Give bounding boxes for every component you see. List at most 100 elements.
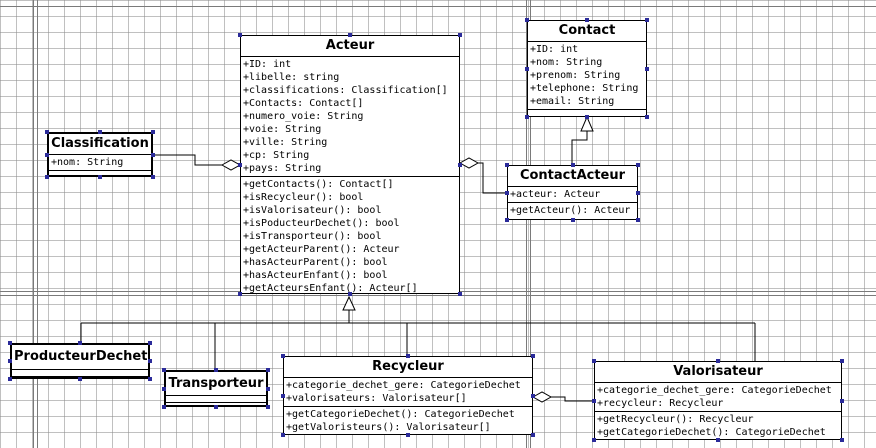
contactacteur-generalization-line[interactable] (571, 131, 588, 165)
aggregation-diamond (531, 391, 553, 403)
selection-handle[interactable] (8, 341, 12, 345)
class-producteurdechet[interactable]: ProducteurDechet (10, 343, 150, 379)
class-classification[interactable]: Classification +nom: String (47, 132, 153, 177)
selection-handle[interactable] (505, 163, 509, 167)
selection-handle[interactable] (592, 359, 596, 363)
selection-handle[interactable] (151, 152, 155, 157)
selection-handle[interactable] (406, 433, 410, 437)
selection-handle[interactable] (525, 66, 529, 71)
selection-handle[interactable] (78, 377, 82, 381)
selection-handle[interactable] (531, 393, 535, 398)
contactacteur-aggregation-line[interactable] (478, 162, 507, 194)
selection-handle[interactable] (98, 175, 102, 179)
class-attribute: +categorie_dechet_gere: CategorieDechet (597, 385, 832, 396)
selection-handle[interactable] (636, 163, 640, 167)
page-break-line (33, 0, 34, 448)
class-attribute: +ID: int (530, 44, 579, 55)
class-contactacteur[interactable]: ContactActeur +acteur: Acteur +getActeur… (507, 165, 638, 220)
attribute-section: +ID: int+nom: String+prenom: String+tele… (528, 42, 646, 110)
selection-handle[interactable] (458, 33, 462, 37)
selection-handle[interactable] (531, 433, 535, 437)
selection-handle[interactable] (148, 341, 152, 345)
selection-handle[interactable] (348, 33, 352, 37)
selection-handle[interactable] (214, 405, 218, 409)
selection-handle[interactable] (8, 377, 12, 381)
selection-handle[interactable] (238, 292, 242, 296)
selection-handle[interactable] (505, 218, 509, 222)
selection-handle[interactable] (45, 175, 49, 179)
selection-handle[interactable] (148, 377, 152, 381)
classification-aggregation-line[interactable] (153, 154, 222, 166)
selection-handle[interactable] (148, 359, 152, 363)
class-attribute: +ID: int (243, 59, 292, 70)
selection-handle[interactable] (281, 354, 285, 358)
class-attribute: +categorie_dechet_gere: CategorieDechet (286, 380, 521, 391)
selection-handle[interactable] (840, 398, 844, 403)
class-attribute: +valorisateurs: Valorisateur[] (286, 393, 467, 404)
selection-handle[interactable] (45, 152, 49, 157)
selection-handle[interactable] (162, 386, 166, 391)
selection-handle[interactable] (505, 190, 509, 195)
selection-handle[interactable] (458, 292, 462, 296)
selection-handle[interactable] (592, 398, 596, 403)
selection-handle[interactable] (238, 162, 242, 167)
class-acteur[interactable]: Acteur +ID: int+libelle: string+classifi… (240, 35, 460, 294)
class-valorisateur[interactable]: Valorisateur +categorie_dechet_gere: Cat… (594, 361, 842, 440)
selection-handle[interactable] (78, 341, 82, 345)
selection-handle[interactable] (281, 393, 285, 398)
selection-handle[interactable] (716, 438, 720, 442)
selection-handle[interactable] (406, 354, 410, 358)
selection-handle[interactable] (266, 368, 270, 372)
selection-handle[interactable] (151, 130, 155, 134)
selection-handle[interactable] (570, 163, 575, 167)
class-title: Valorisateur (595, 362, 841, 383)
selection-handle[interactable] (636, 190, 640, 195)
class-attribute: +nom: String (530, 57, 603, 68)
selection-handle[interactable] (348, 292, 352, 296)
attribute-section: +ID: int+libelle: string+classifications… (241, 57, 459, 177)
attribute-section: +acteur: Acteur (508, 187, 637, 203)
selection-handle[interactable] (525, 18, 529, 22)
class-recycleur[interactable]: Recycleur +categorie_dechet_gere: Catego… (283, 356, 533, 435)
selection-handle[interactable] (458, 162, 462, 167)
selection-handle[interactable] (645, 18, 649, 22)
class-method: +isValorisateur(): bool (243, 205, 382, 216)
selection-handle[interactable] (636, 218, 640, 222)
page-break-line (0, 6, 876, 7)
class-contact[interactable]: Contact +ID: int+nom: String+prenom: Str… (527, 20, 647, 117)
selection-handle[interactable] (645, 66, 649, 71)
selection-handle[interactable] (840, 359, 844, 363)
method-section: +getRecycleur(): Recycleur+getCategorieD… (595, 412, 841, 440)
selection-handle[interactable] (281, 433, 285, 437)
class-title: Recycleur (284, 357, 532, 378)
selection-handle[interactable] (8, 359, 12, 363)
class-transporteur[interactable]: Transporteur (164, 370, 268, 407)
class-method: +isRecycleur(): bool (243, 192, 364, 203)
class-method: +isTransporteur(): bool (243, 231, 382, 242)
selection-handle[interactable] (585, 18, 589, 22)
selection-handle[interactable] (716, 359, 720, 363)
selection-handle[interactable] (162, 405, 166, 409)
selection-handle[interactable] (162, 368, 166, 372)
class-method: +getCategorieDechet(): CategorieDechet (597, 427, 826, 438)
class-method: +getContacts(): Contact[] (243, 179, 394, 190)
selection-handle[interactable] (238, 33, 242, 37)
selection-handle[interactable] (214, 368, 218, 372)
selection-handle[interactable] (570, 218, 575, 222)
selection-handle[interactable] (266, 386, 270, 391)
selection-handle[interactable] (840, 438, 844, 442)
class-method: +getCategorieDechet(): CategorieDechet (286, 409, 515, 420)
valorisateur-aggregation-line[interactable] (551, 396, 594, 402)
selection-handle[interactable] (585, 115, 589, 119)
selection-handle[interactable] (151, 175, 155, 179)
selection-handle[interactable] (592, 438, 596, 442)
selection-handle[interactable] (531, 354, 535, 358)
selection-handle[interactable] (266, 405, 270, 409)
selection-handle[interactable] (45, 130, 49, 134)
class-attribute: +prenom: String (530, 70, 621, 81)
selection-handle[interactable] (98, 130, 102, 134)
selection-handle[interactable] (645, 115, 649, 119)
selection-handle[interactable] (525, 115, 529, 119)
class-method: +isPoducteurDechet(): bool (243, 218, 400, 229)
